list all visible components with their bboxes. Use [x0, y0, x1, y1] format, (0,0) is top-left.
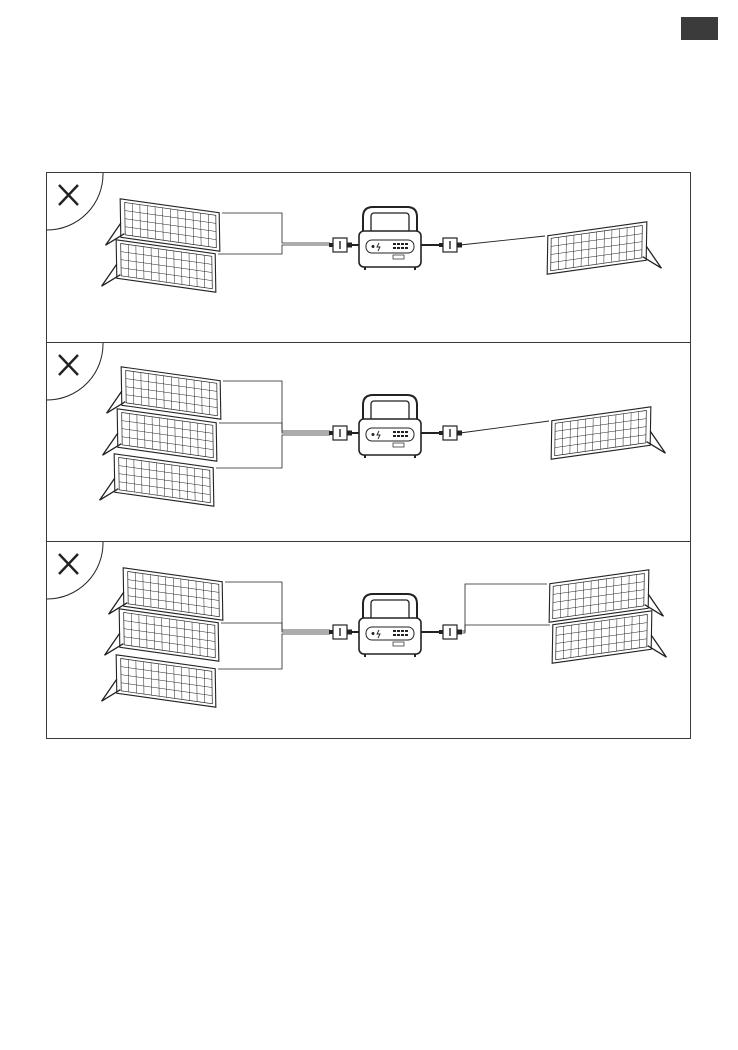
solar-panel-right-1 — [546, 406, 666, 469]
portable-power-station — [359, 207, 421, 270]
cable-left-2 — [218, 245, 330, 254]
cable-left-2 — [221, 623, 330, 632]
mc4-connector-left — [329, 625, 352, 639]
cross-icon — [47, 542, 103, 599]
mc4-connector-right — [439, 625, 462, 639]
cable-right-1 — [460, 584, 547, 631]
solar-panel-right-1 — [542, 221, 662, 284]
solar-panel-left-3 — [102, 654, 222, 717]
diagram-panel-2 — [47, 342, 690, 542]
portable-power-station — [359, 594, 421, 657]
diagram-panel-3 — [47, 541, 690, 739]
solar-panel-left-3 — [100, 453, 220, 516]
mc4-connector-left — [329, 426, 352, 440]
cable-right-1 — [460, 236, 545, 245]
cable-left-3 — [218, 634, 330, 669]
page-tab-marker — [681, 17, 718, 40]
cable-right-1 — [460, 421, 549, 433]
mc4-connector-right — [439, 238, 462, 252]
cable-right-2 — [460, 625, 550, 633]
portable-power-station — [359, 395, 421, 458]
mc4-connector-left — [329, 238, 352, 252]
cable-left-1 — [223, 381, 330, 431]
wiring-diagram-frame — [46, 172, 691, 739]
cable-left-2 — [219, 423, 330, 433]
mc4-connector-right — [439, 426, 462, 440]
cable-left-1 — [222, 213, 330, 243]
diagram-panel-1 — [47, 173, 690, 342]
cross-icon — [47, 173, 103, 230]
cable-left-3 — [216, 435, 330, 468]
cross-icon — [47, 343, 103, 400]
